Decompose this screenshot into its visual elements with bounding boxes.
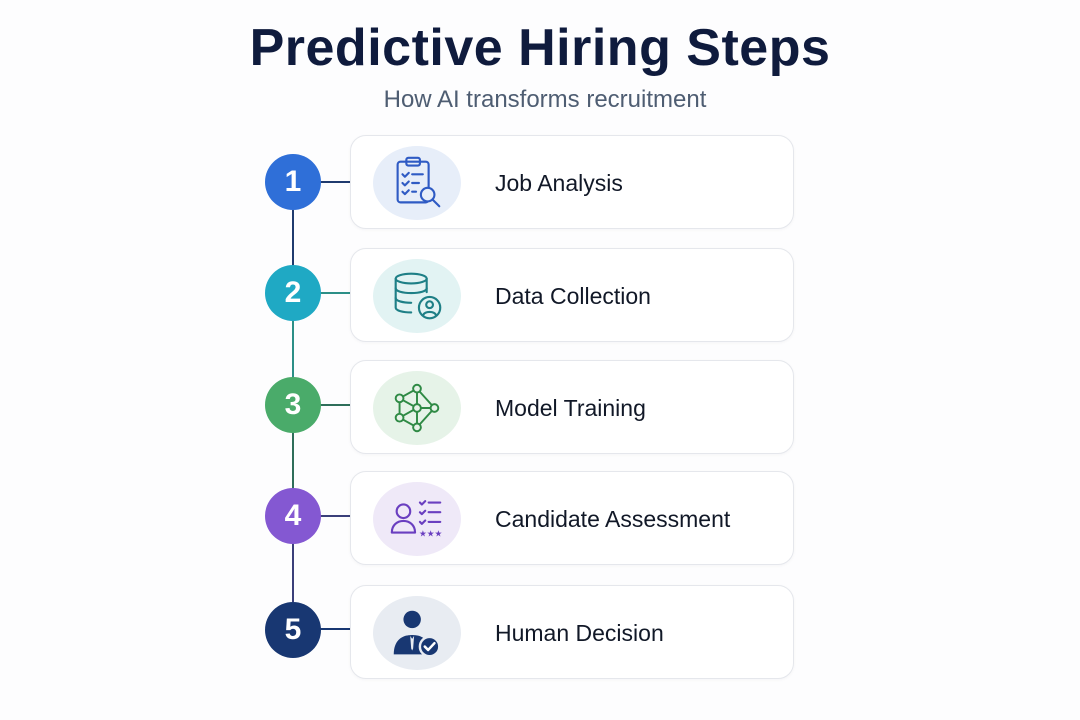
timeline-connector <box>292 321 294 378</box>
person-approve-icon <box>393 610 441 658</box>
step-card-job-analysis: Job Analysis <box>350 135 794 229</box>
neural-network-icon <box>394 383 440 433</box>
user-checklist-rating-icon: ★★★ <box>390 500 443 539</box>
svg-text:★★★: ★★★ <box>419 529 443 539</box>
step-link-line <box>315 404 350 406</box>
database-user-icon <box>394 272 442 320</box>
step-label: Human Decision <box>495 619 664 646</box>
step-card-human-decision: Human Decision <box>350 585 794 679</box>
step-link-line <box>315 515 350 517</box>
timeline-connector <box>292 432 294 489</box>
step-number-badge: 2 <box>265 265 321 321</box>
step-link-line <box>315 628 350 630</box>
step-number-badge: 4 <box>265 488 321 544</box>
step-icon-container <box>373 146 461 220</box>
timeline-connector <box>292 543 294 602</box>
timeline-connector <box>292 210 294 267</box>
step-card-candidate-assessment: ★★★ Candidate Assessment <box>350 471 794 565</box>
step-link-line <box>315 292 350 294</box>
step-number-badge: 5 <box>265 602 321 658</box>
clipboard-search-icon <box>396 156 441 208</box>
step-label: Candidate Assessment <box>495 505 731 532</box>
step-number-badge: 3 <box>265 377 321 433</box>
step-icon-container <box>373 596 461 670</box>
step-icon-container <box>373 259 461 333</box>
step-label: Job Analysis <box>495 169 623 196</box>
step-label: Model Training <box>495 394 646 421</box>
step-number-badge: 1 <box>265 154 321 210</box>
step-link-line <box>315 181 350 183</box>
step-icon-container: ★★★ <box>373 482 461 556</box>
page-subtitle: How AI transforms recruitment <box>383 86 707 113</box>
step-card-data-collection: Data Collection <box>350 248 794 342</box>
step-icon-container <box>373 371 461 445</box>
step-label: Data Collection <box>495 282 651 309</box>
step-card-model-training: Model Training <box>350 360 794 454</box>
page-title: Predictive Hiring Steps <box>249 19 831 77</box>
